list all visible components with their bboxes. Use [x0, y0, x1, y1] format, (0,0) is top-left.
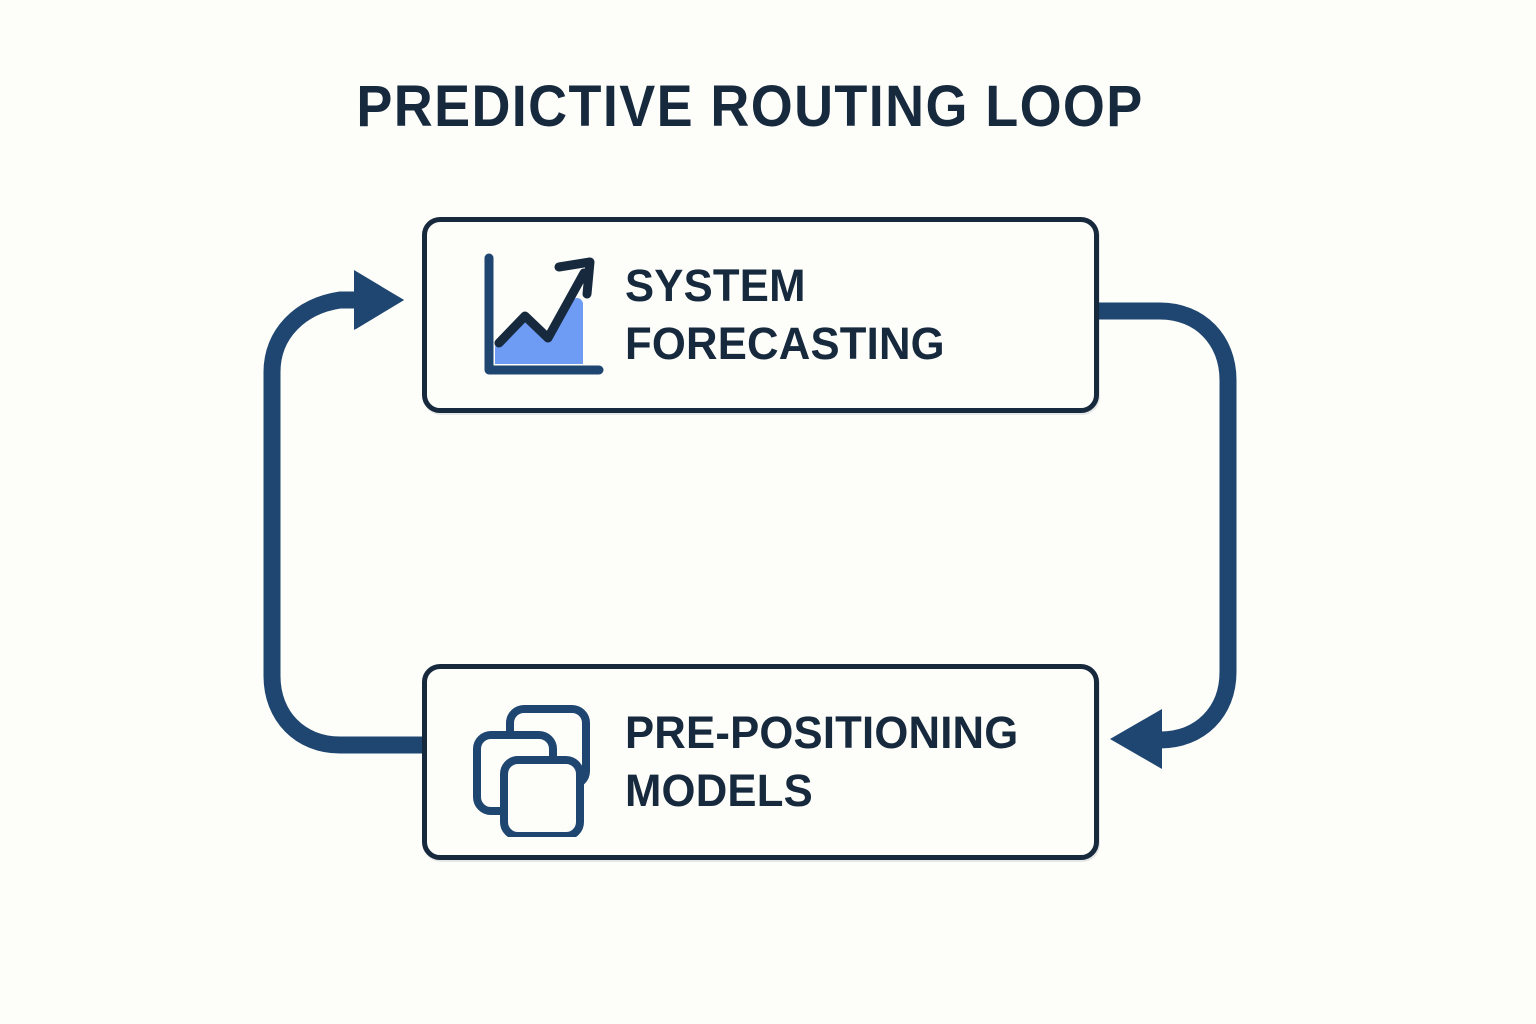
arrow-forecasting-to-prepositioning	[1097, 302, 1237, 769]
node-label-line: SYSTEM	[625, 259, 806, 311]
stacked-squares-icon	[459, 687, 609, 837]
node-label-line: PRE-POSITIONING	[625, 706, 1019, 758]
growth-chart-icon	[459, 240, 609, 390]
node-label-system-forecasting: SYSTEM FORECASTING	[625, 257, 1057, 374]
node-label-line: FORECASTING	[625, 318, 945, 369]
node-label-pre-positioning-models: PRE-POSITIONING MODELS	[625, 704, 1057, 821]
node-pre-positioning-models[interactable]: PRE-POSITIONING MODELS	[422, 664, 1099, 860]
node-system-forecasting[interactable]: SYSTEM FORECASTING	[422, 217, 1099, 413]
page-title: PREDICTIVE ROUTING LOOP	[356, 74, 1144, 139]
node-label-line: MODELS	[625, 765, 813, 816]
arrow-prepositioning-to-forecasting	[263, 270, 424, 754]
